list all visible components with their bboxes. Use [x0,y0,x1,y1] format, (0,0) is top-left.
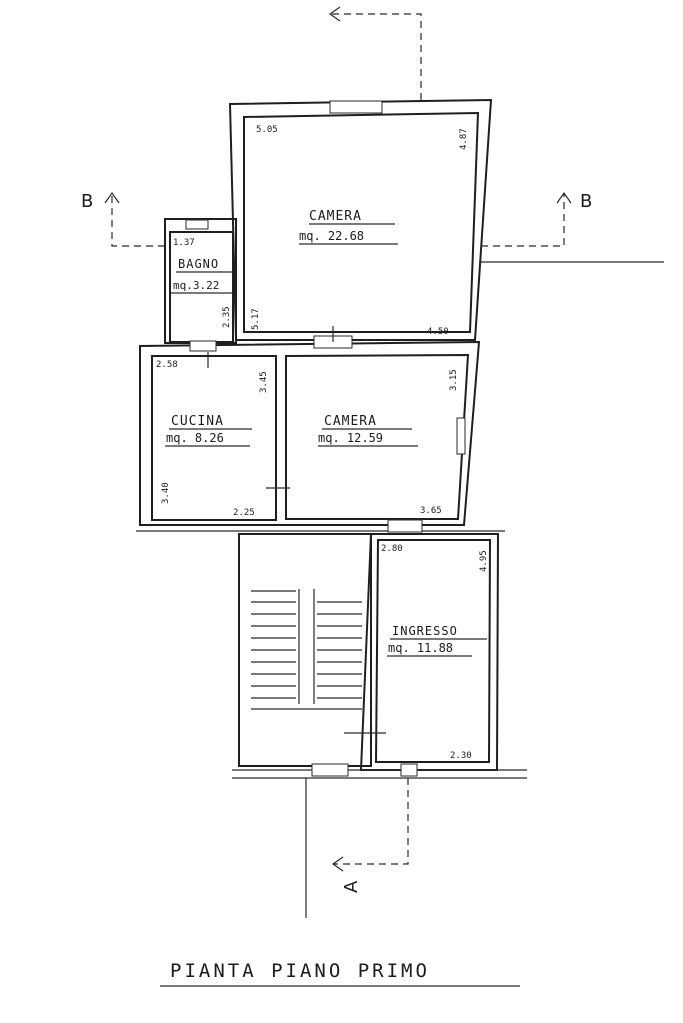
plan-title: PIANTA PIANO PRIMO [160,960,520,987]
room-name: INGRESSO [392,624,458,638]
dim-ingresso-width: 2.80 [381,544,403,554]
room-area: mq. 22.68 [299,229,364,243]
window-camera1 [329,100,383,114]
dimensions: 5.05 4.87 5.17 4.50 1.37 2.35 2.58 3.45 … [156,125,489,761]
dim-camera2-bottom: 3.65 [420,506,442,516]
section-label-a: A [341,880,362,893]
room-ingresso: INGRESSO mq. 11.88 [387,624,487,657]
room-area: mq. 8.26 [166,431,224,445]
dim-bagno-height: 2.35 [222,306,232,328]
door-ingresso [311,763,349,777]
title-text: PIANTA PIANO PRIMO [170,960,430,982]
section-a-top-line [330,13,422,100]
door-cucina [189,340,217,352]
section-a-bottom-arrow [331,856,344,872]
walls [136,98,664,779]
room-camera2: CAMERA mq. 12.59 [318,414,418,447]
openings [185,100,466,777]
dim-camera1-bottom: 4.50 [427,327,449,337]
door-ingresso-2 [400,763,418,777]
section-b-left-arrow [104,191,120,204]
room-area: mq. 12.59 [318,431,383,445]
room-camera1: CAMERA mq. 22.68 [299,209,398,245]
dim-ingresso-bottom: 2.30 [450,751,472,761]
section-a-bottom-line [333,778,409,865]
stair-treads-right [251,601,362,710]
section-labels: B B A [81,191,592,893]
dim-camera1-left: 5.17 [251,308,261,330]
section-b-left-line [111,193,165,247]
section-lines [104,6,572,918]
section-label-b-right: B [580,191,592,212]
dim-camera2-height: 3.15 [449,369,459,391]
section-a-top-arrow [328,6,341,22]
window-bagno [185,219,209,230]
dim-cucina-height: 3.45 [259,371,269,393]
room-area: mq.3.22 [173,279,219,292]
dim-cucina-width: 2.58 [156,360,178,370]
room-name: CAMERA [309,209,362,224]
door-camera2 [387,519,423,533]
dim-ingresso-height: 4.95 [479,550,489,572]
stair-treads-left [251,590,296,699]
section-b-right-arrow [556,191,572,204]
room-name: CAMERA [324,414,377,429]
dim-camera1-width: 5.05 [256,125,278,135]
middle-band-outer-wall [139,340,481,526]
room-name: BAGNO [178,257,219,271]
window-camera2-east [456,417,466,455]
stairwell-wall [238,533,372,767]
room-name: CUCINA [171,414,224,429]
dim-cucina-bottom: 2.25 [233,508,255,518]
room-bagno: BAGNO mq.3.22 [171,257,232,294]
ingresso-inner-wall [374,539,492,763]
camera1-inner-wall [243,111,480,333]
cucina-inner-wall [151,355,277,521]
room-cucina: CUCINA mq. 8.26 [165,414,252,447]
camera2-inner-wall [285,353,470,520]
section-label-b-left: B [81,191,93,212]
dim-camera1-right: 4.87 [459,128,469,150]
room-area: mq. 11.88 [388,641,453,655]
section-b-right-line [481,193,565,247]
dim-bagno-width: 1.37 [173,238,195,248]
dim-cucina-left: 3.40 [161,482,171,504]
